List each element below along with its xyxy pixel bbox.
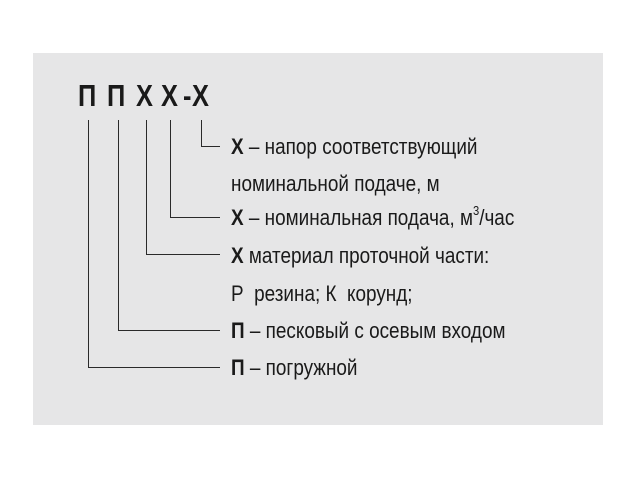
legend-material-text: материал проточной части: — [248, 243, 490, 268]
connector-h-submersible — [88, 367, 220, 368]
connector-h-sand — [118, 330, 220, 331]
legend-head-symbol: Х — [231, 134, 244, 159]
legend-flow-text: – номинальная подача, м — [248, 205, 473, 230]
legend-submersible: П – погружной — [231, 355, 358, 381]
legend-sand-symbol: П — [231, 318, 245, 343]
connector-h-material — [146, 254, 220, 255]
connector-v-flow — [170, 120, 171, 218]
legend-flow-suffix: /час — [479, 205, 515, 230]
connector-v-head — [201, 120, 202, 147]
legend-flow-sup: 3 — [472, 203, 480, 218]
code-letter-x2: Х — [161, 78, 178, 113]
legend-sand: П – песковый с осевым входом — [231, 318, 505, 344]
code-dash: - — [183, 78, 192, 113]
connector-h-flow — [170, 217, 220, 218]
legend-head-text: – напор соответствующий — [248, 134, 478, 159]
legend-submersible-symbol: П — [231, 355, 245, 380]
legend-material: Х материал проточной части: — [231, 243, 489, 269]
connector-v-submersible — [88, 120, 89, 368]
legend-material-cont: Р резина; К корунд; — [231, 281, 413, 307]
legend-head-cont: номинальной подаче, м — [231, 171, 440, 197]
code-letter-p1: П — [78, 78, 97, 113]
legend-head-cont-text: номинальной подаче, м — [231, 171, 440, 196]
diagram-panel — [33, 53, 603, 425]
connector-h-head — [201, 146, 220, 147]
legend-head: Х – напор соответствующий — [231, 134, 477, 160]
code-letter-x1: Х — [136, 78, 153, 113]
legend-submersible-text: – погружной — [249, 355, 358, 380]
connector-v-sand — [118, 120, 119, 331]
legend-sand-text: – песковый с осевым входом — [249, 318, 506, 343]
legend-material-symbol: Х — [231, 243, 244, 268]
legend-material-options: Р резина; К корунд; — [231, 281, 413, 306]
code-letter-p2: П — [107, 78, 126, 113]
legend-flow: Х – номинальная подача, м3/час — [231, 203, 515, 231]
legend-flow-symbol: Х — [231, 205, 244, 230]
code-letter-x3: Х — [192, 78, 209, 113]
connector-v-material — [146, 120, 147, 255]
